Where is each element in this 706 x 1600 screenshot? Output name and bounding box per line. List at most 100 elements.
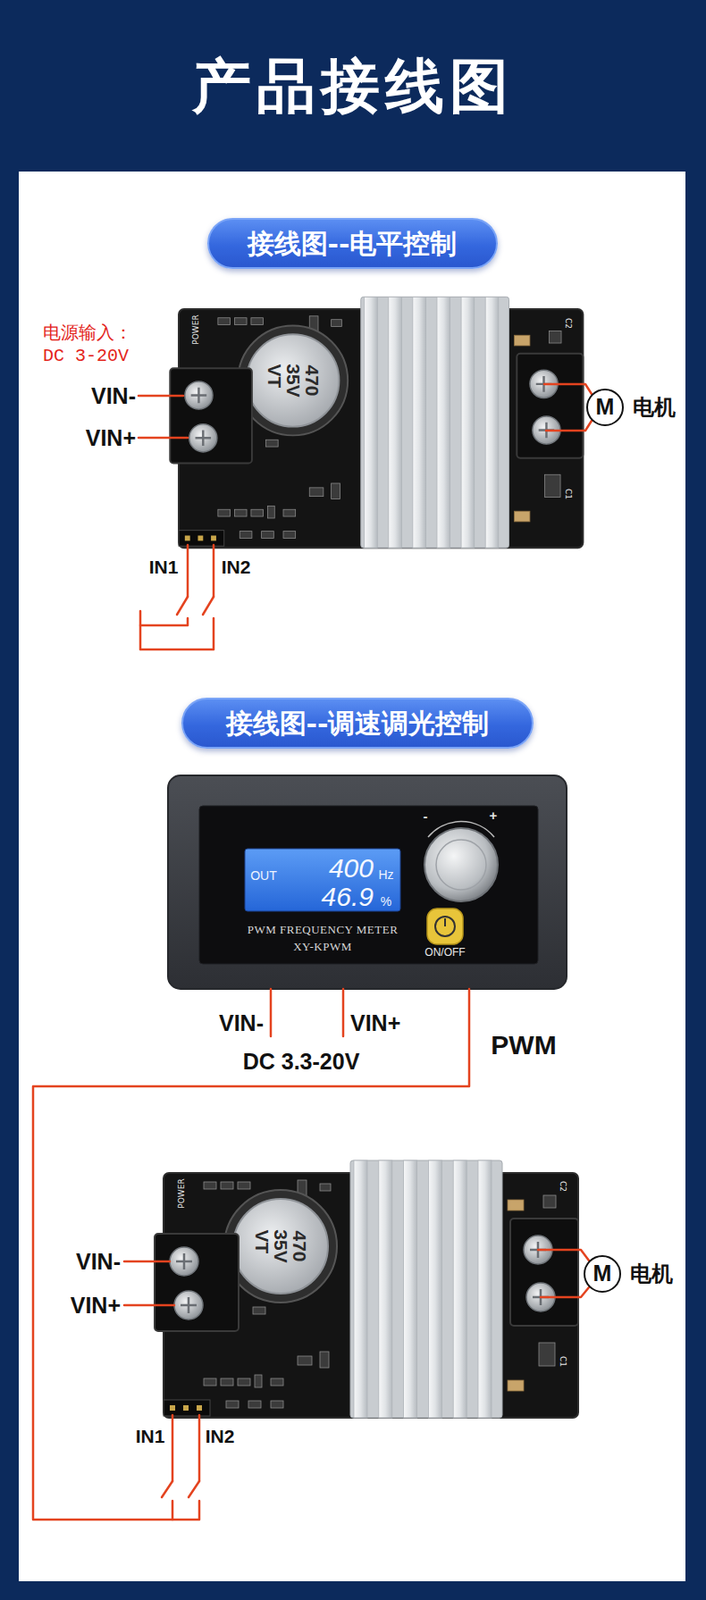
wire [212,545,216,597]
heatsink-fin [478,1160,492,1419]
smd-part [331,319,343,328]
terminal-block [154,1234,239,1332]
heatsink-fin [388,296,403,548]
terminal-block [516,353,583,459]
pin-label: VIN- [75,1249,121,1276]
smd-capacitor [507,1200,524,1211]
section-banner: 接线图--电平控制 [207,218,498,269]
section-banner: 接线图--调速调光控制 [181,697,534,749]
heatsink-fin [461,296,475,548]
wire [537,1250,589,1261]
pin-label: IN2 [205,1426,236,1448]
smd-part [266,439,279,447]
lcd-reading: 400 [328,855,374,883]
header-pin [210,536,217,542]
lcd-reading: 46.9 [321,883,374,911]
wire [546,420,592,431]
pin-label: IN2 [221,556,252,579]
capacitor-top [233,1199,328,1295]
lcd-unit: % [380,894,392,909]
wire [186,545,190,597]
header-pin [184,536,191,542]
power-input-note: DC 3-20V [42,345,129,367]
screw-slot [191,387,208,404]
pin-label: DC 3.3-20V [243,1049,361,1076]
lcd-unit: Hz [378,867,394,883]
wire [198,1415,202,1482]
pin-label: IN1 [135,1426,166,1448]
smd-part [218,509,231,517]
terminal-block [169,368,253,463]
smd-part [237,1182,251,1190]
signal-label: PWM [490,1030,556,1062]
silkscreen-label: POWER [176,1178,186,1209]
wire [342,989,345,1037]
pin-header [178,530,225,547]
smd-capacitor [507,1380,524,1392]
smd-part [270,1378,284,1387]
smd-part [548,330,562,344]
smd-part [237,1378,251,1387]
smd-part [545,474,562,497]
smd-part [252,1307,266,1315]
smd-part [251,509,264,517]
smd-part [251,318,264,326]
capacitor-rim [233,1199,328,1295]
capacitor-marking: 35V [282,363,304,397]
header-pin [183,1405,189,1412]
module-face [199,806,538,965]
pin-header [163,1400,211,1417]
motor-symbol: M电机 [583,1255,622,1294]
smd-part [248,1401,261,1409]
wire [138,395,184,398]
capacitor-marking: 35V [269,1229,292,1263]
wire [269,989,273,1037]
wire [202,596,214,615]
smd-part [297,1356,312,1366]
wire [33,989,470,1521]
terminal-screw [169,1247,199,1277]
terminal-screw [189,424,218,453]
heatsink-fin [453,1160,467,1419]
heatsink-fin [353,1160,368,1419]
capacitor-marking: 470 [301,364,323,396]
heatsink-fin [364,296,379,548]
wire [540,1287,589,1298]
screw-slot [176,1253,193,1270]
capacitor-marking: 470 [288,1230,311,1262]
wiring [33,384,592,1521]
banner-text: 接线图--电平控制 [247,228,458,259]
power-input-note: 电源输入： [42,323,133,345]
terminal-screw [174,1291,203,1320]
knob-sign: + [489,807,498,824]
lcd-screen [244,848,401,912]
wire [544,384,592,395]
smd-part [309,487,324,497]
motor-letter: M [585,1257,620,1291]
heatsink-fin [378,1160,393,1419]
smd-part [218,318,231,326]
capacitor-rim [246,334,339,427]
heatsink-fin [437,296,451,548]
wire [140,618,188,626]
wire [176,596,188,615]
smd-part [261,531,275,539]
page-title: 产品接线图 [0,46,706,127]
motor-symbol: M电机 [586,388,624,427]
pin-label: VIN+ [70,1293,121,1320]
smd-part [543,1195,556,1209]
motor-name: 电机 [630,1260,673,1289]
smd-part [283,509,296,517]
wire [171,1501,175,1521]
smd-part [220,1378,234,1387]
knob-sign: - [423,808,429,824]
screw-slot [195,430,212,447]
smd-part [220,1182,234,1190]
silkscreen-label: POWER [191,314,201,345]
smd-part [538,1343,555,1367]
wire [138,437,188,440]
pin-label: IN1 [149,556,179,579]
driver-board [154,1160,579,1419]
power-symbol [444,918,446,927]
motor-letter: M [588,390,622,424]
